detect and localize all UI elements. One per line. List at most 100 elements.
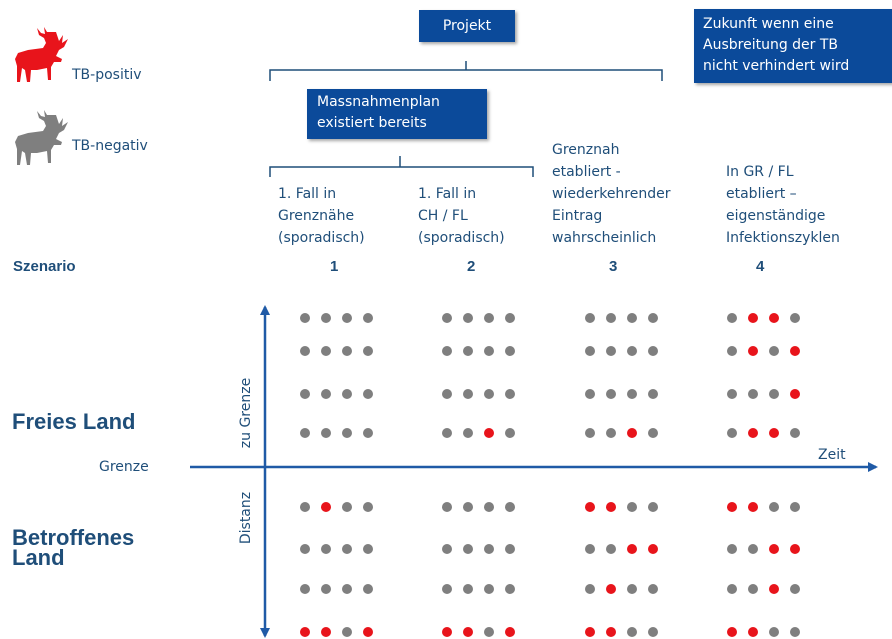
positive-dot xyxy=(727,502,737,512)
negative-dot xyxy=(627,346,637,356)
negative-dot xyxy=(442,389,452,399)
positive-dot xyxy=(300,627,310,637)
negative-dot xyxy=(484,627,494,637)
negative-dot xyxy=(606,346,616,356)
negative-dot xyxy=(342,627,352,637)
zukunft-box: Zukunft wenn eine Ausbreitung der TB nic… xyxy=(694,9,892,83)
negative-dot xyxy=(484,584,494,594)
negative-dot xyxy=(363,313,373,323)
scenario-1-description: 1. Fall in Grenznähe (sporadisch) xyxy=(278,186,365,246)
negative-dot xyxy=(300,502,310,512)
positive-dot xyxy=(748,502,758,512)
negative-dot xyxy=(300,544,310,554)
negative-dot xyxy=(627,389,637,399)
negative-dot xyxy=(727,346,737,356)
positive-dot xyxy=(627,428,637,438)
negative-dot xyxy=(363,346,373,356)
negative-dot xyxy=(321,544,331,554)
negative-dot xyxy=(606,544,616,554)
positive-dot xyxy=(769,584,779,594)
positive-dot xyxy=(790,346,800,356)
negative-dot xyxy=(442,584,452,594)
negative-dot xyxy=(627,584,637,594)
legend-negative-label: TB-negativ xyxy=(72,138,148,154)
negative-dot xyxy=(342,313,352,323)
negative-dot xyxy=(342,584,352,594)
negative-dot xyxy=(585,313,595,323)
negative-dot xyxy=(363,544,373,554)
positive-dot xyxy=(748,428,758,438)
negative-dot xyxy=(585,389,595,399)
positive-dot xyxy=(727,627,737,637)
negative-dot xyxy=(505,502,515,512)
negative-dot xyxy=(484,544,494,554)
positive-dot xyxy=(442,627,452,637)
negative-dot xyxy=(585,346,595,356)
negative-dot xyxy=(727,313,737,323)
positive-dot xyxy=(321,502,331,512)
negative-dot xyxy=(769,346,779,356)
negative-dot xyxy=(790,428,800,438)
negative-dot xyxy=(585,584,595,594)
negative-dot xyxy=(484,346,494,356)
negative-dot xyxy=(363,502,373,512)
negative-dot xyxy=(363,389,373,399)
negative-dot xyxy=(342,389,352,399)
scenario-4-description: In GR / FL etabliert – eigenständige Inf… xyxy=(726,164,840,246)
negative-dot xyxy=(627,502,637,512)
positive-dot xyxy=(769,428,779,438)
negative-dot xyxy=(463,584,473,594)
positive-dot xyxy=(484,428,494,438)
negative-dot xyxy=(505,584,515,594)
negative-dot xyxy=(300,389,310,399)
negative-dot xyxy=(790,627,800,637)
negative-dot xyxy=(442,346,452,356)
negative-dot xyxy=(484,313,494,323)
projekt-box: Projekt xyxy=(419,10,515,42)
projekt-bracket xyxy=(269,61,663,81)
negative-dot xyxy=(727,428,737,438)
positive-dot xyxy=(790,544,800,554)
negative-dot xyxy=(727,389,737,399)
negative-dot xyxy=(585,428,595,438)
negative-dot xyxy=(321,346,331,356)
negative-dot xyxy=(300,346,310,356)
negative-dot xyxy=(606,313,616,323)
deer-gray-icon xyxy=(15,110,68,165)
negative-dot xyxy=(321,428,331,438)
negative-dot xyxy=(300,428,310,438)
positive-dot xyxy=(606,502,616,512)
positive-dot xyxy=(585,502,595,512)
negative-dot xyxy=(790,313,800,323)
positive-dot xyxy=(769,313,779,323)
negative-dot xyxy=(442,502,452,512)
negative-dot xyxy=(342,502,352,512)
negative-dot xyxy=(769,627,779,637)
negative-dot xyxy=(606,389,616,399)
negative-dot xyxy=(648,428,658,438)
negative-dot xyxy=(748,389,758,399)
positive-dot xyxy=(505,627,515,637)
negative-dot xyxy=(648,627,658,637)
negative-dot xyxy=(463,428,473,438)
negative-dot xyxy=(463,502,473,512)
negative-dot xyxy=(342,346,352,356)
positive-dot xyxy=(627,544,637,554)
negative-dot xyxy=(769,502,779,512)
scenario-4-number: 4 xyxy=(756,258,765,275)
time-axis-label: Zeit xyxy=(818,447,846,463)
positive-dot xyxy=(748,627,758,637)
positive-dot xyxy=(790,389,800,399)
negative-dot xyxy=(606,428,616,438)
negative-dot xyxy=(321,389,331,399)
negative-dot xyxy=(342,428,352,438)
negative-dot xyxy=(769,389,779,399)
negative-dot xyxy=(748,584,758,594)
negative-dot xyxy=(463,346,473,356)
negative-dot xyxy=(442,428,452,438)
negative-dot xyxy=(363,428,373,438)
legend-positive-label: TB-positiv xyxy=(72,67,142,83)
negative-dot xyxy=(342,544,352,554)
negative-dot xyxy=(648,346,658,356)
